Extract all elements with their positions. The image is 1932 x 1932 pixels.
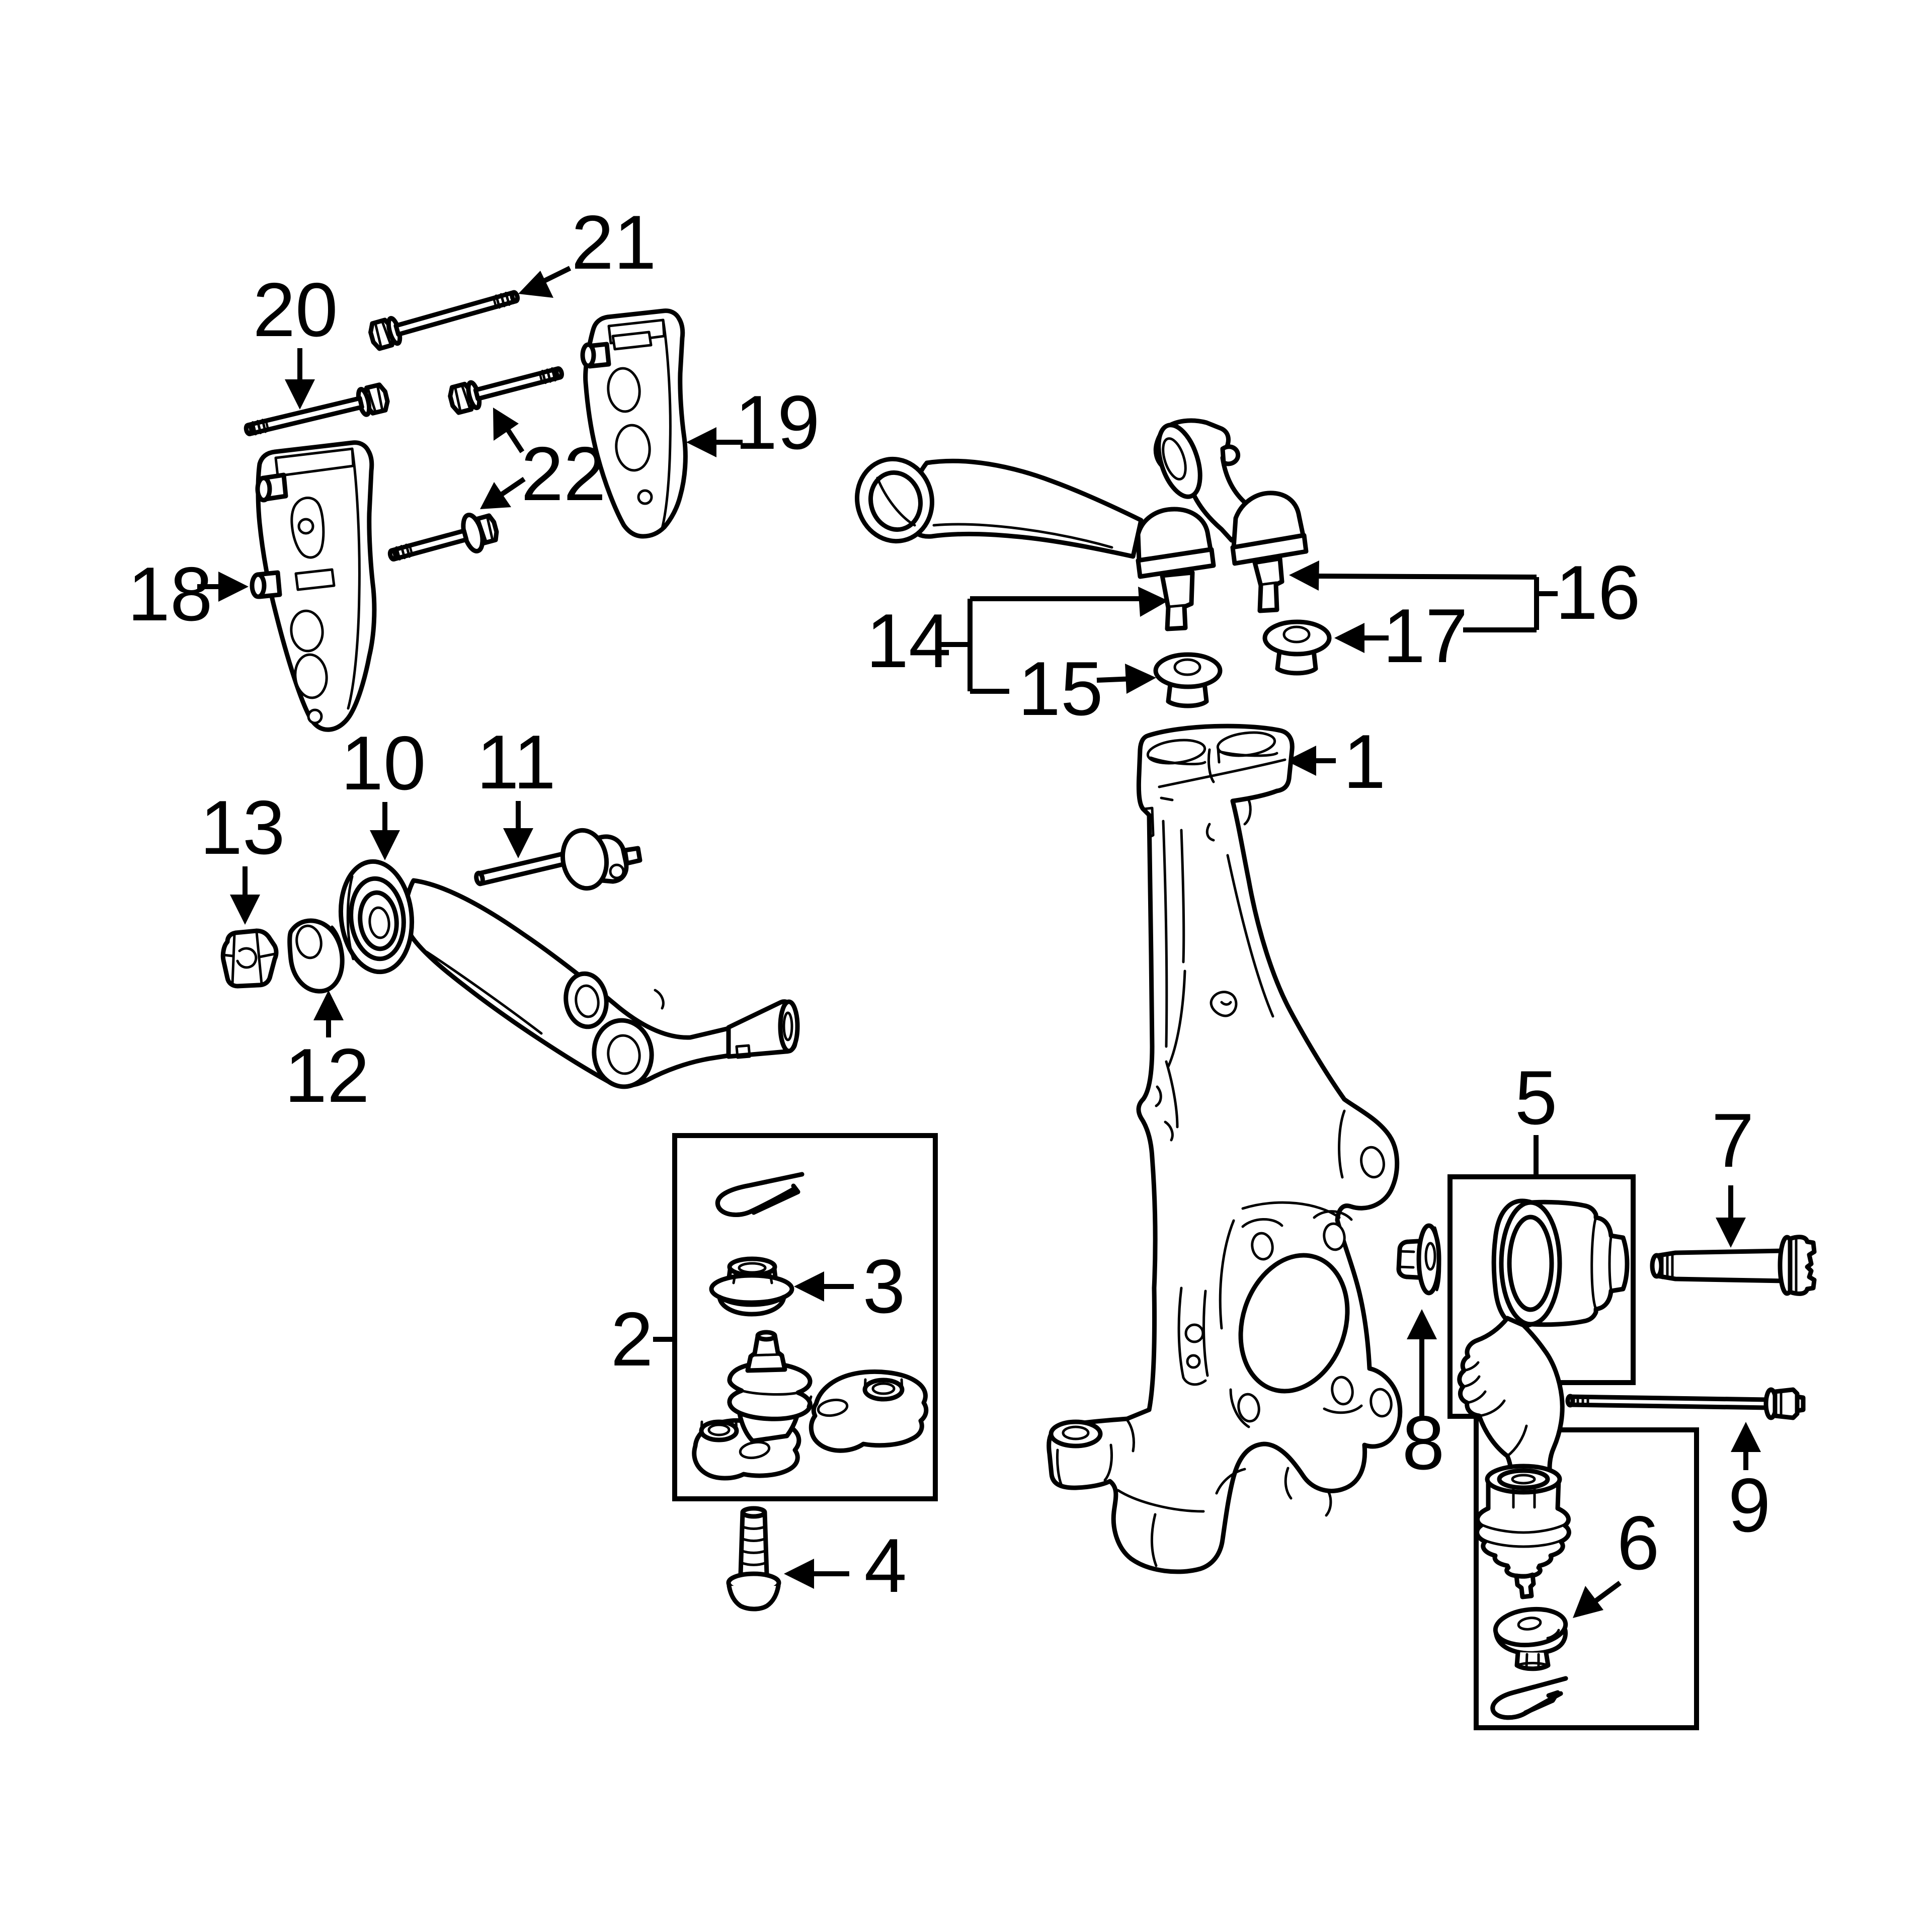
svg-text:6: 6 (1617, 1500, 1660, 1586)
svg-text:20: 20 (253, 267, 338, 353)
svg-text:4: 4 (864, 1523, 907, 1608)
svg-text:21: 21 (571, 200, 656, 285)
svg-text:16: 16 (1555, 550, 1640, 635)
svg-text:13: 13 (200, 785, 285, 870)
svg-text:11: 11 (476, 719, 556, 805)
svg-text:10: 10 (341, 720, 426, 806)
svg-text:17: 17 (1383, 593, 1468, 679)
svg-text:14: 14 (866, 598, 951, 684)
svg-text:9: 9 (1728, 1463, 1771, 1548)
svg-text:19: 19 (735, 380, 820, 465)
svg-text:5: 5 (1515, 1055, 1558, 1141)
svg-text:18: 18 (127, 551, 212, 637)
svg-text:3: 3 (863, 1244, 906, 1329)
svg-text:2: 2 (611, 1297, 654, 1382)
svg-text:12: 12 (284, 1033, 369, 1118)
svg-text:7: 7 (1712, 1098, 1754, 1183)
svg-text:1: 1 (1343, 719, 1386, 804)
svg-text:22: 22 (521, 431, 606, 517)
svg-text:15: 15 (1018, 646, 1103, 732)
